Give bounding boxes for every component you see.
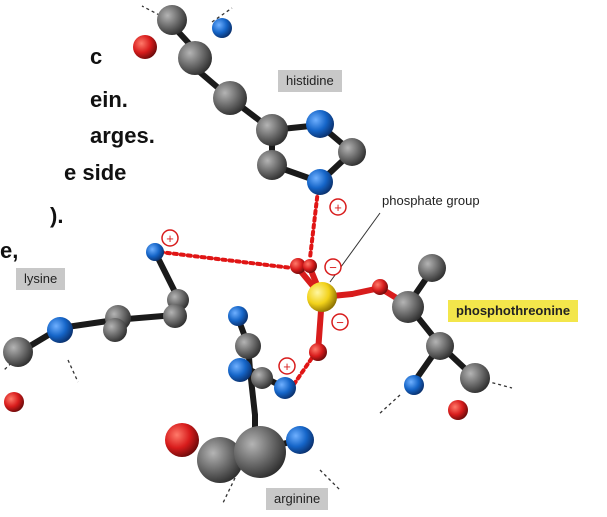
nitrogen-atom (228, 358, 252, 382)
charge-negative-lower: − (331, 313, 349, 331)
charge-sign: − (329, 260, 337, 275)
text-fragment-1: c (90, 44, 103, 69)
charge-positive-histidine: + (329, 198, 347, 216)
charge-sign: + (166, 231, 174, 246)
text-fragment-4: e side (64, 160, 127, 185)
oxygen-atom (372, 279, 388, 295)
nitrogen-atom (212, 18, 232, 38)
nitrogen-atom (306, 110, 334, 138)
nitrogen-atom (47, 317, 73, 343)
charge-sign: + (334, 200, 342, 215)
nitrogen-atom (286, 426, 314, 454)
carbon-atom (338, 138, 366, 166)
text-fragment-3: arges. (90, 123, 155, 148)
label-phosphothreonine: phosphothreonine (448, 300, 579, 322)
oxygen-atom (290, 258, 306, 274)
histidine-atoms (133, 5, 366, 195)
text-fragment-5: ). (50, 203, 64, 228)
lysine-atoms (3, 243, 189, 412)
carbon-atom (157, 5, 187, 35)
oxygen-atom (303, 259, 317, 273)
carbon-atom (213, 81, 247, 115)
carbon-atom (103, 318, 127, 342)
phosphothreonine-atoms (290, 254, 490, 420)
charge-positive-lysine: + (161, 229, 179, 247)
oxygen-atom (133, 35, 157, 59)
carbon-atom (418, 254, 446, 282)
label-phosphate-group: phosphate group (382, 193, 480, 208)
nitrogen-atom (307, 169, 333, 195)
charge-sign: − (336, 315, 344, 330)
nitrogen-atom (228, 306, 248, 326)
carbon-atom (178, 41, 212, 75)
carbon-atom (257, 150, 287, 180)
charge-negative-upper: − (324, 258, 342, 276)
oxygen-atom (448, 400, 468, 420)
label-histidine: histidine (278, 70, 342, 92)
text-fragment-2: ein. (90, 87, 128, 112)
arginine-atoms (165, 306, 314, 483)
charge-positive-arginine: + (278, 357, 296, 375)
carbon-atom (234, 426, 286, 478)
carbon-atom (197, 437, 243, 483)
carbon-atom (460, 363, 490, 393)
charge-sign: + (283, 359, 291, 374)
oxygen-atom (4, 392, 24, 412)
carbon-atom (251, 367, 273, 389)
carbon-atom (256, 114, 288, 146)
label-arginine: arginine (266, 488, 329, 510)
oxygen-atom (165, 423, 199, 457)
nitrogen-atom (404, 375, 424, 395)
phosphorus-atom (307, 282, 337, 312)
text-fragment-6: e, (0, 238, 19, 263)
carbon-atom (235, 333, 261, 359)
oxygen-atom (309, 343, 327, 361)
carbon-atom (163, 304, 187, 328)
carbon-atom (3, 337, 33, 367)
carbon-atom (392, 291, 424, 323)
carbon-atom (426, 332, 454, 360)
nitrogen-atom (146, 243, 164, 261)
nitrogen-atom (274, 377, 296, 399)
phosphate-bonds (295, 265, 411, 355)
label-lysine: lysine (16, 268, 66, 290)
